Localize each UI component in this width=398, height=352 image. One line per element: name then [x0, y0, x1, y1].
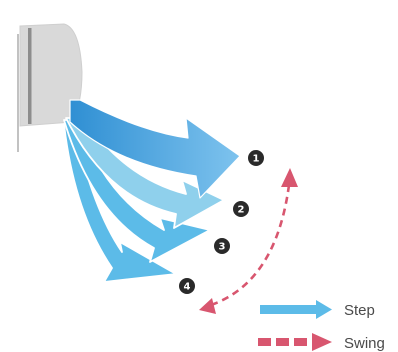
legend-swing: Swing: [258, 333, 385, 352]
svg-text:3: 3: [219, 242, 226, 253]
swing-arrowhead-up: [281, 168, 298, 187]
step-arrow-1: [69, 99, 241, 199]
step-arrows: [63, 99, 241, 283]
step-marker-2: 2: [233, 201, 249, 217]
legend-step-arrow-shaft: [260, 305, 318, 314]
svg-text:1: 1: [253, 154, 260, 165]
svg-text:2: 2: [238, 205, 245, 216]
legend-swing-dash-2: [276, 338, 289, 346]
swing-arrowhead-down: [199, 298, 216, 314]
unit-front-panel: [28, 28, 32, 124]
legend-step-label: Step: [344, 302, 375, 319]
legend-swing-label: Swing: [344, 335, 385, 352]
legend-step-arrowhead: [316, 300, 332, 319]
legend-swing-dash-1: [258, 338, 271, 346]
svg-text:4: 4: [184, 282, 191, 293]
legend-swing-dash-3: [294, 338, 307, 346]
step-marker-1: 1: [248, 150, 264, 166]
legend-swing-arrowhead: [312, 333, 332, 351]
legend-step: Step: [260, 300, 375, 319]
step-marker-3: 3: [214, 238, 230, 254]
swing-arc-arrow: [199, 168, 298, 314]
step-marker-4: 4: [179, 278, 195, 294]
